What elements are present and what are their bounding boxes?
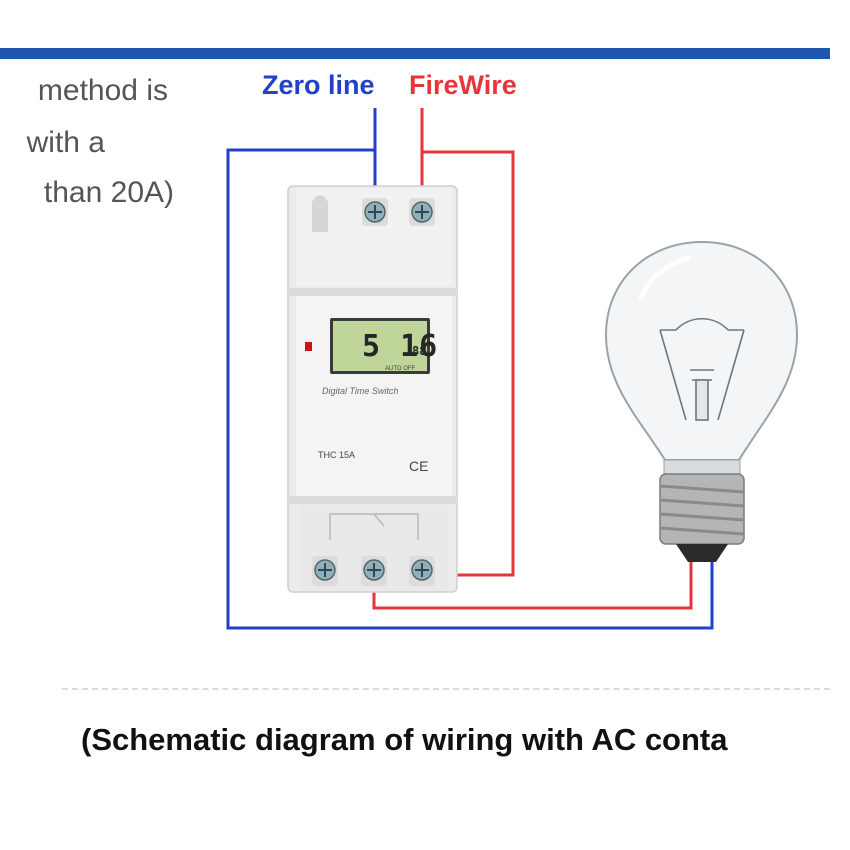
lcd-main-digits: 5 16 [362,329,439,364]
lcd-mode-text: AUTO OFF [385,366,416,372]
lcd-small-digits: 88 [412,344,427,358]
seam-lower [288,496,457,504]
terminal-top-1 [362,198,388,226]
accent-bar [0,48,830,59]
terminal-bottom-1 [312,556,338,586]
figure-caption: (Schematic diagram of wiring with AC con… [81,722,728,757]
bulb-glass [604,240,799,461]
relay-contact [373,513,385,527]
device-model: THC 15A [318,450,356,460]
din-clip [312,195,328,232]
indicator-led [305,342,312,351]
intro-line-2: with a [26,126,105,159]
lcd-screen [333,321,427,371]
seam-upper [288,288,457,296]
header-band [0,0,850,48]
zero-line-label: Zero line [262,70,375,100]
device-brand: Digital Time Switch [322,386,399,396]
bulb-filament [659,318,745,421]
bulb-highlight [637,255,691,301]
intro-line-3: than 20A) [43,176,174,209]
terminal-top-2 [409,198,435,226]
bulb-base [659,473,745,562]
fire-wire-label: FireWire [409,70,517,100]
fire-wire-path [420,108,515,577]
terminal-bottom-3 [409,556,435,586]
ce-mark: CE [409,458,429,474]
light-bulb [604,240,799,562]
dashed-divider [62,688,830,690]
bulb-neck [663,459,741,475]
timer-switch [287,185,458,593]
terminal-bottom-2 [361,556,387,586]
zero-wire-path [226,108,714,630]
right-margin [830,0,850,850]
intro-line-1: method is [37,74,168,107]
